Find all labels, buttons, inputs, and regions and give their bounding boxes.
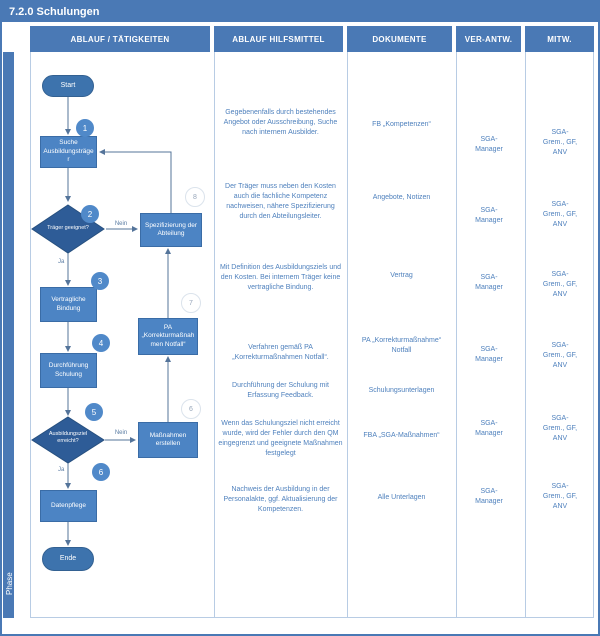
- page-title: 7.2.0 Schulungen: [9, 6, 100, 18]
- hilfsmittel-note: Verfahren gemäß PA „Korrekturmaßnahmen N…: [232, 344, 329, 362]
- dokument-item: FBA „SGA-Maßnahmen“: [363, 432, 440, 439]
- step-badge-2: 2: [81, 205, 99, 223]
- branch-label-nein-2: Nein: [114, 430, 128, 436]
- title-bar: 7.2.0 Schulungen: [2, 2, 598, 22]
- step-badge-outline-6: 6: [181, 399, 201, 419]
- step-badge-6: 6: [92, 463, 110, 481]
- hilfsmittel-note: Der Träger muss neben den Kosten auch di…: [225, 183, 336, 221]
- step-badge-4: 4: [92, 334, 110, 352]
- flow-step-pa-korrekturmassnahmen-notfall: PA „Korrekturmaßnahmen Notfall“: [138, 318, 198, 355]
- branch-label-ja-1: Ja: [58, 259, 65, 265]
- lane-ver-antw: [456, 52, 525, 618]
- mitw-item: SGA-Grem., GF, ANV: [542, 342, 578, 370]
- branch-label-nein-1: Nein: [114, 221, 128, 227]
- dokument-item: Angebote, Notizen: [372, 194, 431, 201]
- decision-label-traeger-geeignet: Träger geeignet?: [47, 225, 89, 231]
- flow-step-spezifizierung-der-abteilung: Spezifizierung der Abteilung: [140, 213, 202, 247]
- column-header-ver-antw: VER-ANTW.: [456, 26, 521, 52]
- hilfsmittel-note: Wenn das Schulungsziel nicht erreicht wu…: [218, 420, 343, 458]
- flow-step-massnahmen-erstellen: Maßnahmen erstellen: [138, 422, 198, 458]
- verantw-item: SGA-Manager: [475, 420, 503, 438]
- flow-step-vertragliche-bindung: Vertragliche Bindung: [40, 287, 97, 322]
- dokument-item: Schulungsunterlagen: [368, 387, 435, 394]
- dokument-item: FB „Kompetenzen“: [372, 121, 431, 128]
- flow-step-datenpflege: Datenpflege: [40, 490, 97, 522]
- decision-label-ausbildungsziel-erreicht: Ausbildungsziel erreicht?: [48, 431, 88, 445]
- flow-end: Ende: [42, 547, 94, 571]
- mitw-item: SGA-Grem., GF, ANV: [542, 201, 578, 229]
- flow-start: Start: [42, 75, 94, 97]
- flow-connectors: [31, 97, 172, 546]
- column-header-label: MITW.: [547, 34, 572, 44]
- column-header-mitw: MITW.: [525, 26, 594, 52]
- phase-label: Phase: [5, 572, 14, 596]
- lane-ablauf: [30, 52, 214, 618]
- column-header-label: DOKUMENTE: [372, 34, 427, 44]
- phase-band: Phase: [3, 52, 14, 618]
- column-header-ablauf-taetigkeiten: ABLAUF / TÄTIGKEITEN: [30, 26, 210, 52]
- column-header-ablauf-hilfsmittel: ABLAUF HILFSMITTEL: [214, 26, 343, 52]
- step-badge-3: 3: [91, 272, 109, 290]
- mitw-item: SGA-Grem., GF, ANV: [542, 271, 578, 299]
- verantw-item: SGA-Manager: [475, 488, 503, 506]
- flowchart: Start Suche Ausbildungsträger Spezifizie…: [30, 56, 210, 617]
- mitw-item: SGA-Grem., GF, ANV: [542, 483, 578, 511]
- column-header-dokumente: DOKUMENTE: [347, 26, 452, 52]
- step-badge-5: 5: [85, 403, 103, 421]
- hilfsmittel-note: Nachweis der Ausbildung in der Personala…: [223, 486, 338, 514]
- flow-step-suche-ausbildungstraeger: Suche Ausbildungsträger: [40, 136, 97, 168]
- mitw-item: SGA-Grem., GF, ANV: [542, 415, 578, 443]
- verantw-item: SGA-Manager: [475, 136, 503, 154]
- hilfsmittel-note: Durchführung der Schulung mit Erfassung …: [232, 382, 329, 400]
- step-badge-outline-7: 7: [181, 293, 201, 313]
- lane-mitw: [525, 52, 594, 618]
- decision-ausbildungsziel-erreicht: [31, 416, 105, 464]
- dokument-item: PA „Korrekturmaßnahme“ Notfall: [361, 337, 442, 355]
- column-header-label: ABLAUF / TÄTIGKEITEN: [70, 34, 170, 44]
- hilfsmittel-note: Gegebenenfalls durch bestehendes Angebot…: [223, 109, 338, 137]
- lane-hilfsmittel: [214, 52, 347, 618]
- dokument-item: Alle Unterlagen: [377, 494, 426, 501]
- verantw-item: SGA-Manager: [475, 274, 503, 292]
- verantw-item: SGA-Manager: [475, 207, 503, 225]
- dokument-item: Vertrag: [390, 272, 413, 279]
- verantw-item: SGA-Manager: [475, 346, 503, 364]
- flow-step-durchfuehrung-schulung: Durchführung Schulung: [40, 353, 97, 388]
- column-header-label: ABLAUF HILFSMITTEL: [232, 34, 325, 44]
- branch-label-ja-2: Ja: [58, 467, 65, 473]
- step-badge-outline-8: 8: [185, 187, 205, 207]
- hilfsmittel-note: Mit Definition des Ausbildungsziels und …: [219, 264, 341, 292]
- column-header-label: VER-ANTW.: [464, 34, 513, 44]
- mitw-item: SGA-Grem., GF, ANV: [542, 129, 578, 157]
- lane-dokumente: [347, 52, 456, 618]
- step-badge-1: 1: [76, 119, 94, 137]
